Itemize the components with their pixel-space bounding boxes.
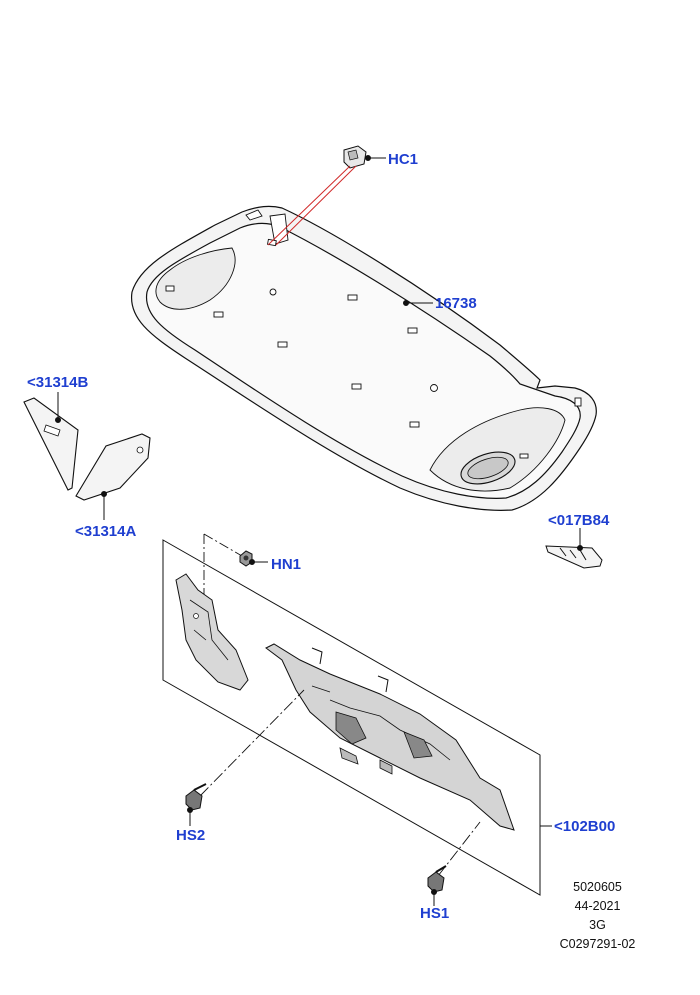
bracket-017b84 <box>545 545 603 569</box>
nut-hn1 <box>203 533 253 600</box>
bracket-31314a <box>75 433 151 501</box>
callout-hc1: HC1 <box>388 151 419 168</box>
clip-hc1 <box>267 145 367 246</box>
callout-hs1: HS1 <box>420 905 450 922</box>
callout-31314a: <31314A <box>75 523 137 540</box>
stud-hs2 <box>185 689 305 811</box>
reference-block: 5020605 44-2021 3G C0297291-02 <box>555 878 640 954</box>
callout-16738: 16738 <box>435 295 477 312</box>
reference-line-3: 3G <box>589 918 606 932</box>
callout-hs2: HS2 <box>176 827 206 844</box>
callout-017b84: <017B84 <box>548 512 610 529</box>
reinforcement-102b00 <box>265 643 515 831</box>
callout-102b00: <102B00 <box>554 818 616 835</box>
trim-panel-16738 <box>130 205 597 511</box>
leader-lines <box>55 155 583 906</box>
side-bracket <box>175 573 249 691</box>
reference-line-2: 44-2021 <box>574 899 621 913</box>
bracket-31314b <box>23 397 79 491</box>
callout-hn1: HN1 <box>271 556 302 573</box>
group-outline-102b00 <box>162 539 541 896</box>
reference-line-4: C0297291-02 <box>559 937 636 951</box>
reference-line-1: 5020605 <box>573 880 622 894</box>
stud-hs1 <box>427 821 481 893</box>
callout-31314b: <31314B <box>27 374 89 391</box>
